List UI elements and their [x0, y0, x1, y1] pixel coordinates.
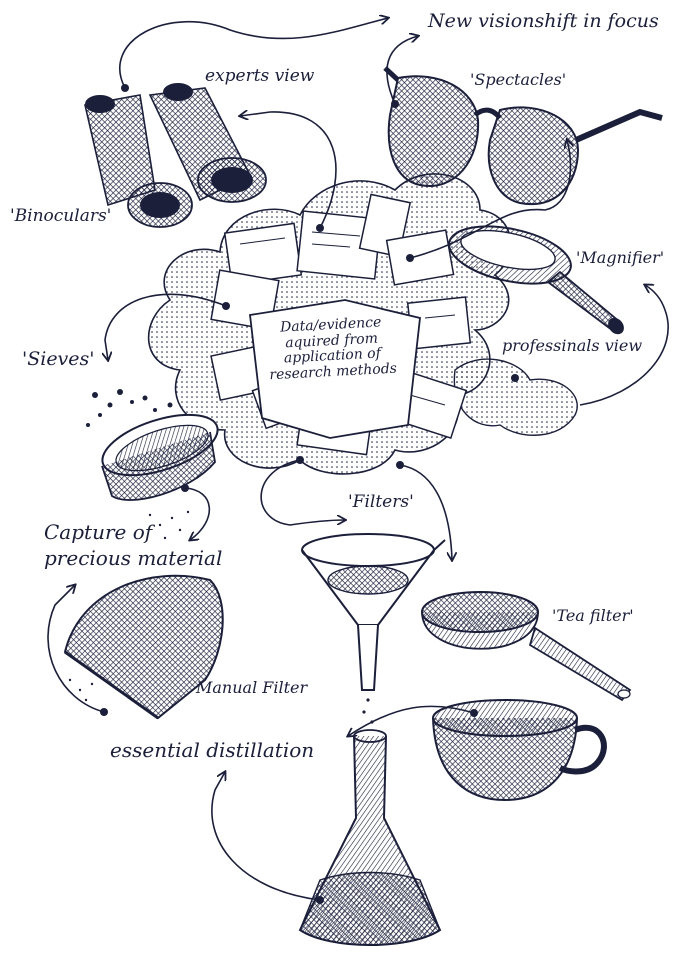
funnel-icon: [302, 534, 445, 724]
label-capture-line2: precious material: [44, 548, 222, 569]
center-data-label: Data/evidence aquired from application o…: [260, 314, 403, 384]
label-tea-filter: 'Tea filter': [552, 608, 634, 625]
arrow-flask-to-distillation: [212, 772, 320, 900]
binoculars-icon: [85, 83, 266, 227]
label-capture-line1: Capture of: [44, 522, 152, 543]
label-new-vision: New visionshift in focus: [428, 12, 659, 32]
label-magnifier: 'Magnifier': [576, 250, 664, 267]
cup-icon: [433, 700, 604, 800]
label-binoculars: 'Binoculars': [10, 208, 111, 226]
label-spectacles: 'Spectacles': [470, 72, 566, 89]
arrow-sieve-to-capture: [185, 488, 209, 540]
label-sieves: 'Sieves': [22, 350, 95, 370]
label-filters: 'Filters': [348, 494, 414, 512]
label-manual-filter: Manual Filter: [196, 680, 307, 697]
label-professionals-view: professinals view: [502, 338, 642, 355]
flask-icon: [300, 730, 440, 945]
label-experts-view: experts view: [205, 68, 314, 86]
label-essential-distillation: essential distillation: [110, 740, 314, 761]
